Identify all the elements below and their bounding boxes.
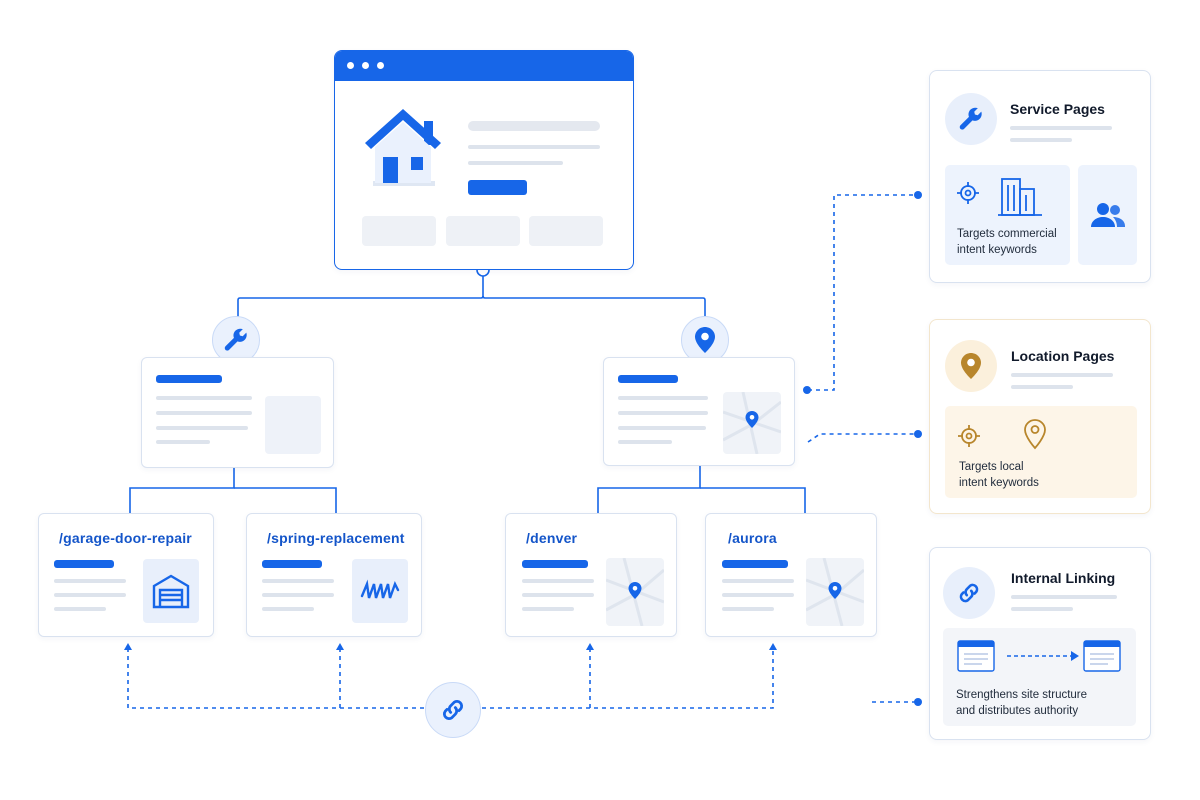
service-pages-panel: Service Pages Targets commercial intent … bbox=[929, 70, 1151, 283]
placeholder-line bbox=[468, 121, 600, 131]
map-thumbnail bbox=[606, 558, 664, 626]
image-placeholder bbox=[265, 396, 321, 454]
placeholder-line bbox=[156, 396, 252, 400]
placeholder-line bbox=[262, 579, 334, 583]
panel-info-box: Targets commercial intent keywords bbox=[945, 165, 1070, 265]
spring-icon bbox=[352, 559, 408, 623]
panel-desc-line2: intent keywords bbox=[959, 477, 1039, 489]
placeholder-heading bbox=[618, 375, 678, 383]
panel-desc-line2: and distributes authority bbox=[956, 705, 1079, 717]
service-page-card: /spring-replacement bbox=[246, 513, 422, 637]
panel-desc-line1: Targets commercial bbox=[957, 228, 1057, 240]
placeholder-heading bbox=[522, 560, 588, 568]
placeholder-line bbox=[722, 607, 774, 611]
building-icon bbox=[996, 175, 1044, 217]
map-thumbnail bbox=[723, 392, 781, 454]
window-dot bbox=[347, 62, 354, 69]
location-pages-panel: Location Pages Targets local intent keyw… bbox=[929, 319, 1151, 514]
window-dot bbox=[377, 62, 384, 69]
target-icon bbox=[956, 181, 980, 205]
service-page-card: /garage-door-repair bbox=[38, 513, 214, 637]
placeholder-line bbox=[522, 607, 574, 611]
location-page-card: /denver bbox=[505, 513, 677, 637]
homepage-window bbox=[334, 50, 634, 270]
panel-desc-line2: intent keywords bbox=[957, 244, 1037, 256]
placeholder-line bbox=[262, 593, 334, 597]
placeholder-line bbox=[54, 593, 126, 597]
placeholder-line bbox=[156, 411, 252, 415]
placeholder-line bbox=[54, 579, 126, 583]
placeholder-line bbox=[468, 145, 600, 149]
panel-title: Location Pages bbox=[1011, 348, 1115, 364]
internal-linking-panel: Internal Linking Strengthens site struct… bbox=[929, 547, 1151, 740]
placeholder-line bbox=[522, 593, 594, 597]
audience-box bbox=[1078, 165, 1137, 265]
link-icon bbox=[943, 567, 995, 619]
wrench-icon bbox=[945, 93, 997, 145]
internal-link-icon bbox=[425, 682, 481, 738]
location-hub-pin-icon bbox=[681, 316, 729, 364]
placeholder-line bbox=[1010, 138, 1072, 142]
placeholder-block bbox=[529, 216, 603, 246]
page-to-page-icon bbox=[957, 640, 1121, 672]
cta-button-placeholder bbox=[468, 180, 527, 195]
placeholder-heading bbox=[156, 375, 222, 383]
panel-title: Internal Linking bbox=[1011, 570, 1116, 586]
panel-desc-line1: Targets local bbox=[959, 461, 1024, 473]
placeholder-heading bbox=[262, 560, 322, 568]
placeholder-line bbox=[1011, 595, 1117, 599]
panel-desc-line1: Strengthens site structure bbox=[956, 689, 1088, 701]
home-icon bbox=[361, 107, 445, 191]
garage-icon bbox=[143, 559, 199, 623]
page-slug: /denver bbox=[526, 530, 578, 546]
location-page-card: /aurora bbox=[705, 513, 877, 637]
placeholder-line bbox=[1010, 126, 1112, 130]
placeholder-line bbox=[1011, 385, 1073, 389]
placeholder-line bbox=[618, 396, 708, 400]
browser-title-bar bbox=[335, 51, 633, 81]
page-slug: /spring-replacement bbox=[267, 530, 405, 546]
placeholder-line bbox=[54, 607, 106, 611]
users-icon bbox=[1090, 203, 1125, 227]
service-hub-card bbox=[141, 357, 334, 468]
target-icon bbox=[957, 424, 981, 448]
service-hub-wrench-icon bbox=[212, 316, 260, 364]
panel-info-box: Targets local intent keywords bbox=[945, 406, 1137, 498]
placeholder-heading bbox=[722, 560, 788, 568]
window-dot bbox=[362, 62, 369, 69]
placeholder-line bbox=[722, 579, 794, 583]
page-slug: /garage-door-repair bbox=[59, 530, 192, 546]
placeholder-line bbox=[1011, 607, 1073, 611]
panel-info-box: Strengthens site structure and distribut… bbox=[943, 628, 1136, 726]
placeholder-line bbox=[156, 426, 248, 430]
placeholder-heading bbox=[54, 560, 114, 568]
map-thumbnail bbox=[806, 558, 864, 626]
placeholder-line bbox=[522, 579, 594, 583]
page-slug: /aurora bbox=[728, 530, 777, 546]
placeholder-line bbox=[618, 426, 706, 430]
placeholder-line bbox=[618, 411, 708, 415]
map-pin-outline-icon bbox=[1023, 418, 1047, 450]
placeholder-block bbox=[446, 216, 520, 246]
placeholder-line bbox=[722, 593, 794, 597]
placeholder-line bbox=[1011, 373, 1113, 377]
placeholder-line bbox=[618, 440, 672, 444]
panel-title: Service Pages bbox=[1010, 101, 1105, 117]
placeholder-block bbox=[362, 216, 436, 246]
placeholder-line bbox=[156, 440, 210, 444]
map-pin-icon bbox=[945, 340, 997, 392]
placeholder-line bbox=[468, 161, 563, 165]
location-hub-card bbox=[603, 357, 795, 466]
placeholder-line bbox=[262, 607, 314, 611]
